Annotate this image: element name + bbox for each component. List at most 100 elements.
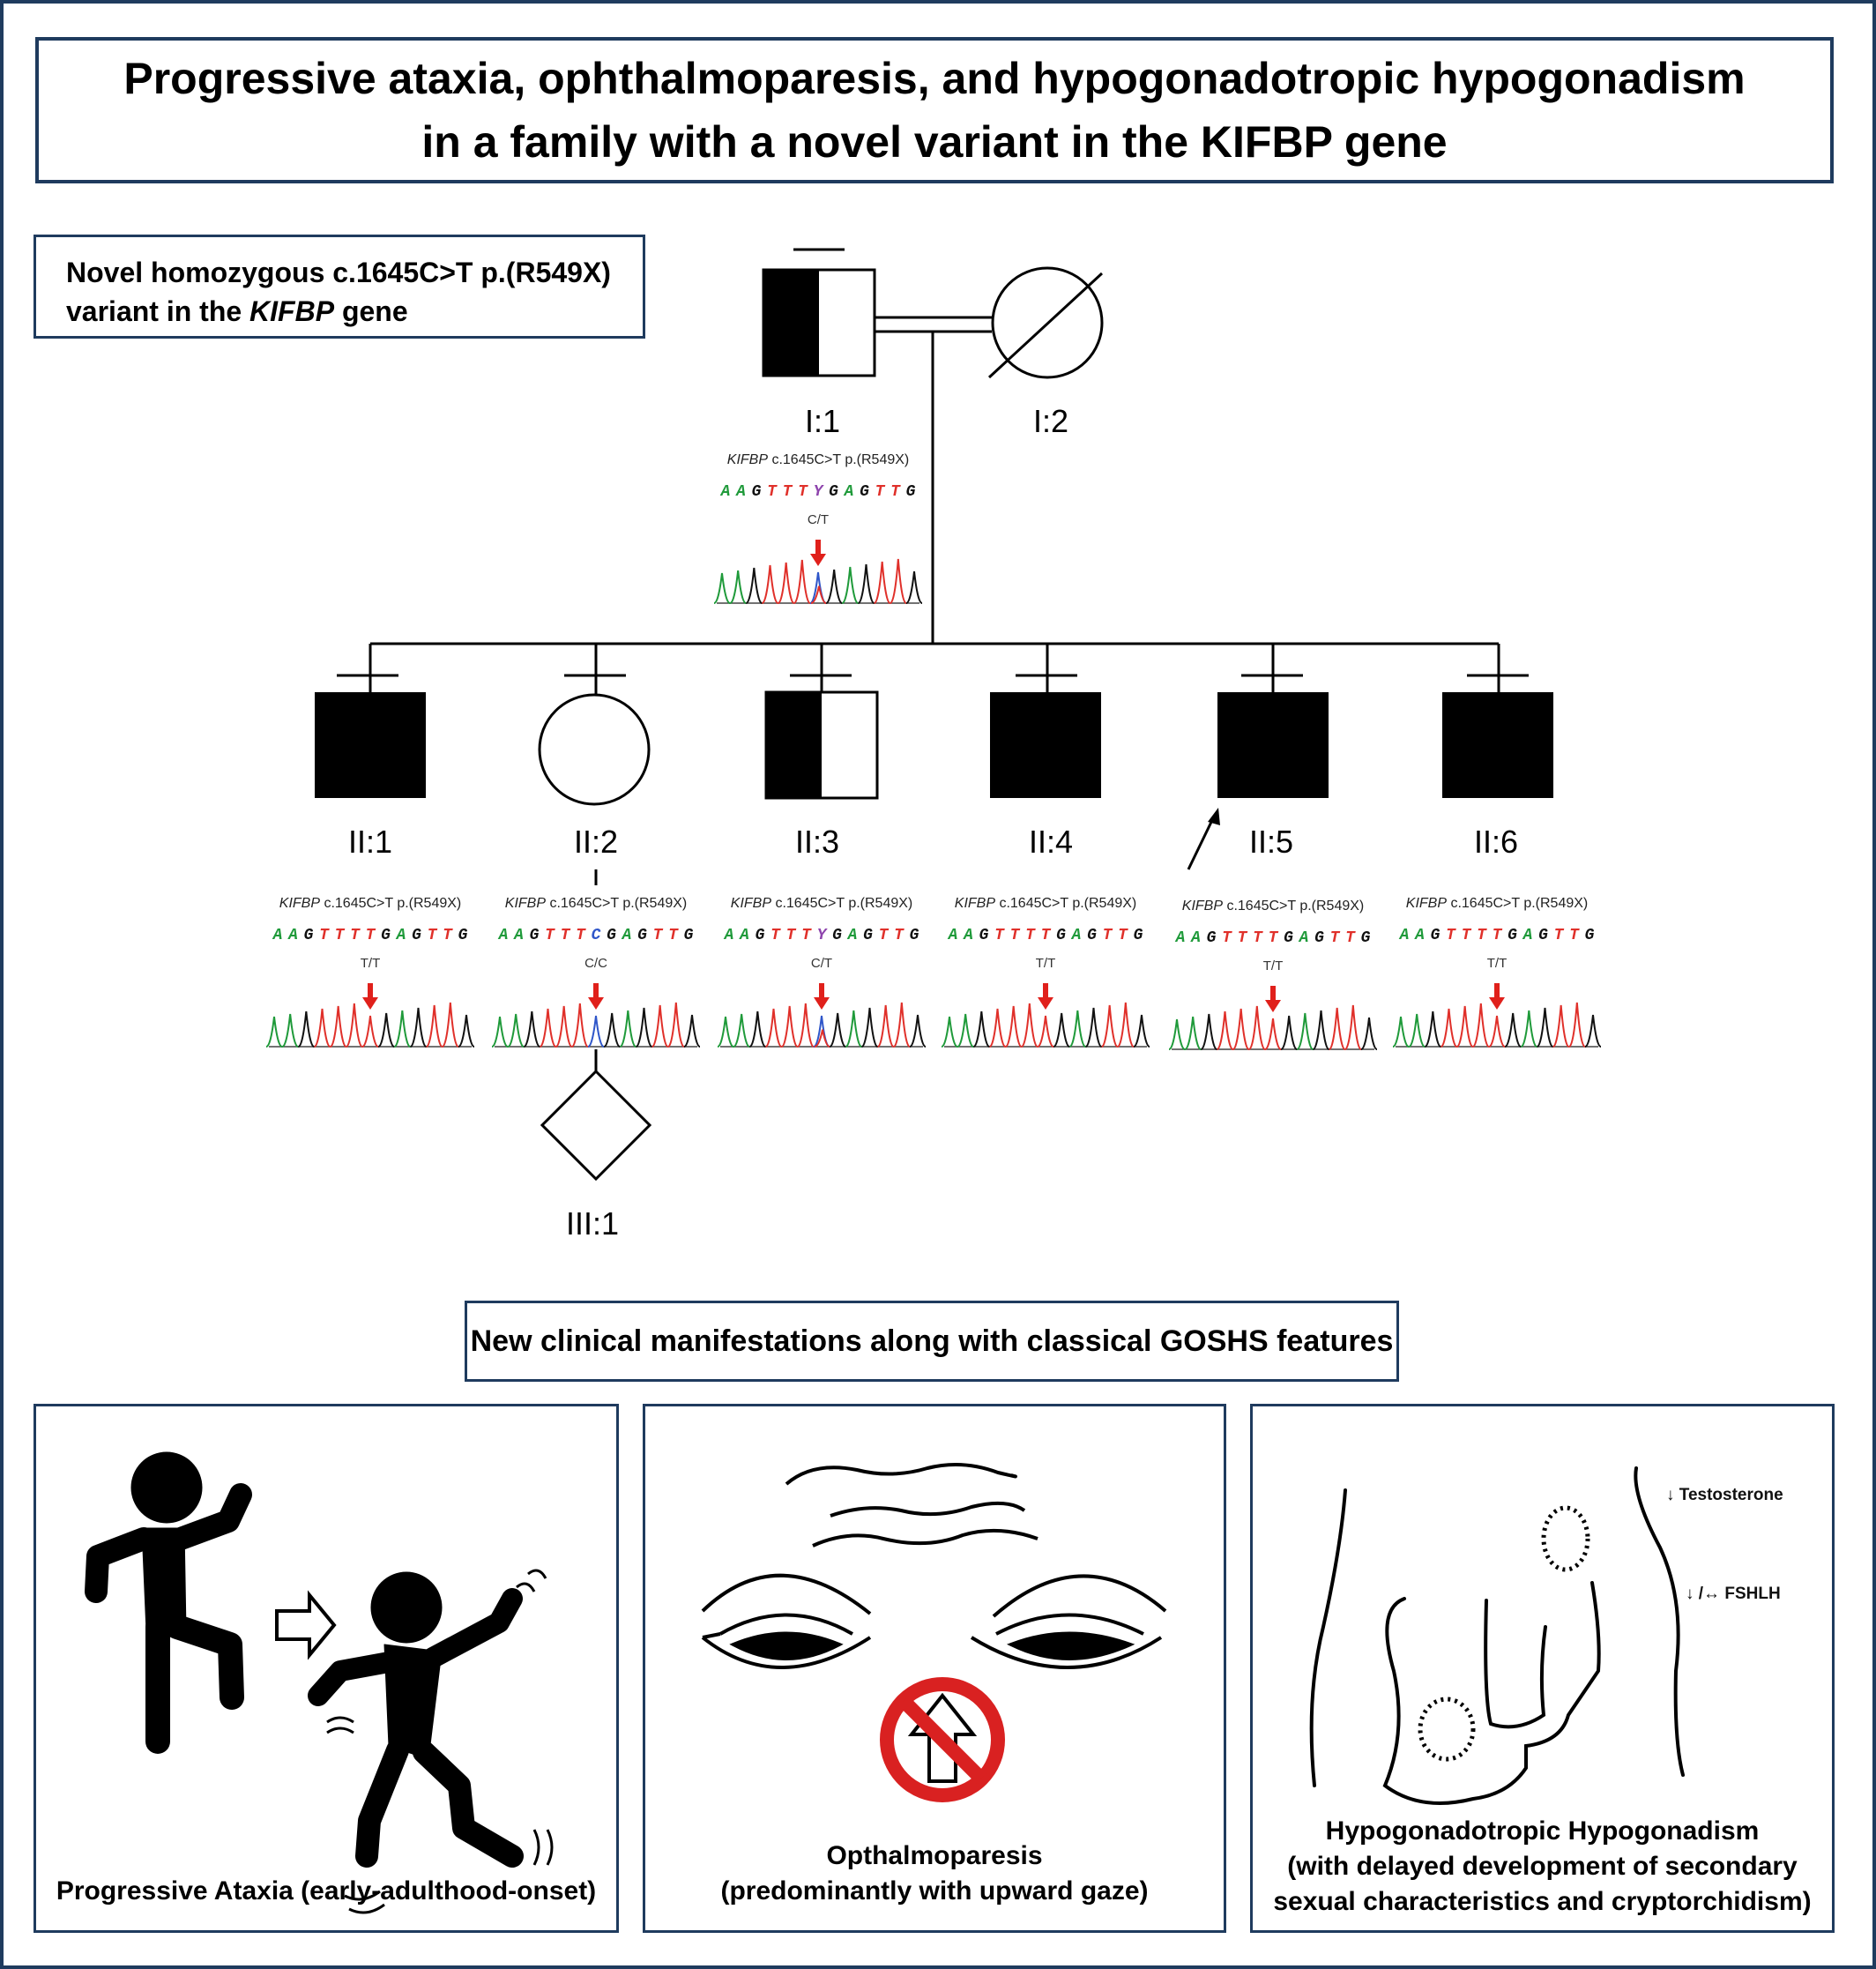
chromatogram-peak	[845, 1010, 862, 1048]
chromatogram-peak	[1504, 1012, 1522, 1048]
sequencing-gene: KIFBP	[505, 896, 547, 911]
label-II4: II:4	[1029, 824, 1073, 860]
label-II6: II:6	[1474, 824, 1518, 860]
genotype-label: T/T	[1263, 958, 1284, 973]
chromatogram-peak	[1360, 1017, 1378, 1050]
chromatogram-peak	[825, 569, 843, 604]
chromatogram-peak	[890, 558, 907, 604]
chromatogram-peak	[877, 1004, 895, 1048]
chromatogram-peak	[603, 1012, 621, 1048]
chromatogram-peak	[733, 1013, 750, 1048]
chromatogram-peak	[555, 1005, 573, 1048]
chromatogram-peak	[507, 1013, 525, 1048]
chromatogram-peak	[972, 1011, 990, 1048]
chromatogram-peak	[1584, 1014, 1602, 1048]
chromatogram-peak	[442, 1002, 459, 1048]
chromatogram-peak	[410, 1007, 427, 1048]
chromatogram-peak	[1456, 1005, 1474, 1048]
chromatogram-peak	[1200, 1013, 1217, 1050]
chromatogram-peak	[346, 1003, 363, 1048]
chromatogram-peak	[810, 585, 827, 604]
chromatogram-peak	[1248, 1005, 1266, 1050]
variant-arrow-icon	[819, 983, 824, 999]
chromatogram-peak	[314, 1008, 331, 1048]
chromatogram-peak	[762, 564, 778, 604]
hypogonadism-illustration: ↓ Testosterone ↓ /↔ FSHLH	[1309, 1466, 1783, 1805]
chromatogram-peak	[1472, 1003, 1490, 1048]
sequencing-title: KIFBP c.1645C>T p.(R549X)	[279, 896, 461, 911]
sequencing-title: KIFBP c.1645C>T p.(R549X)	[505, 896, 687, 911]
ataxia-caption: Progressive Ataxia (early-adulthood-onse…	[56, 1876, 597, 1906]
chromatogram-peak	[1424, 1011, 1441, 1048]
chromatogram-peak	[841, 566, 859, 604]
chromatogram-peak	[1313, 1010, 1329, 1050]
sequencing-variant: c.1645C>T p.(R549X)	[995, 896, 1136, 911]
chromatogram-peak	[1068, 1010, 1086, 1048]
chromatogram-peak	[874, 561, 891, 604]
figure-title: Progressive ataxia, ophthalmoparesis, an…	[123, 47, 1745, 174]
sequencing-gene: KIFBP	[279, 896, 321, 911]
pedigree-II5-affected-male	[1217, 692, 1329, 798]
chromatogram-peak	[667, 1002, 685, 1048]
chromatogram-peak	[765, 1008, 782, 1048]
sequencing-title: KIFBP c.1645C>T p.(R549X)	[1182, 899, 1364, 914]
hypogonadism-caption-3: sexual characteristics and cryptorchidis…	[1273, 1887, 1812, 1916]
sequencing-gene: KIFBP	[1182, 899, 1224, 914]
chromatogram-peak	[1232, 1008, 1250, 1050]
genotype-label: T/T	[361, 956, 381, 971]
label-II1: II:1	[348, 824, 392, 860]
title-line-2: in a family with a novel variant in the …	[421, 117, 1448, 167]
genotype-label: C/C	[584, 956, 607, 971]
genotype-label: T/T	[1487, 956, 1508, 971]
chromatogram-peak	[330, 1005, 347, 1048]
chromatogram-peak	[713, 572, 731, 604]
chromatogram-peak	[814, 1029, 830, 1048]
chromatogram-peak	[957, 1013, 974, 1048]
variant-arrowhead-icon	[362, 997, 378, 1010]
pedigree-II1-affected-male	[315, 692, 426, 798]
chromatogram-peak	[1537, 1007, 1553, 1048]
clinical-header: New clinical manifestations along with c…	[470, 1324, 1394, 1358]
variant-line-1: Novel homozygous c.1645C>T p.(R549X)	[66, 257, 611, 288]
falling-figure-icon	[308, 1571, 524, 1868]
pedigree-II3-carrier-male	[764, 690, 879, 800]
variant-arrowhead-icon	[1489, 997, 1505, 1010]
chromatogram-peak	[1053, 1012, 1070, 1048]
variant-arrow-icon	[593, 983, 599, 999]
sequencing-title: KIFBP c.1645C>T p.(R549X)	[955, 896, 1136, 911]
pedigree-chart: I:1 I:2 II:1 II:2 II:3 II:4 II:5 II:6 II…	[265, 248, 1602, 1242]
variant-arrow-icon	[815, 540, 821, 556]
genotype-label: T/T	[1036, 956, 1056, 971]
chromatogram-peak	[377, 1012, 395, 1048]
variant-line-2-prefix: variant in the	[66, 295, 250, 327]
panel-ophthalmoparesis: Opthalmoparesis (predominantly with upwa…	[643, 1404, 1226, 1933]
chromatogram-peak	[1488, 1015, 1506, 1048]
chromatogram-peak	[426, 1004, 443, 1048]
chromatogram-peak	[748, 1011, 766, 1048]
chromatogram-peak	[829, 1012, 846, 1048]
pedigree-I1-carrier-male	[762, 268, 876, 377]
variant-arrowhead-icon	[1265, 1000, 1281, 1012]
chromatogram-peak	[1117, 1002, 1135, 1048]
chromatogram-peak	[729, 570, 747, 604]
sequencing-gene: KIFBP	[731, 896, 772, 911]
label-II3: II:3	[795, 824, 839, 860]
undescended-testis-icon	[1541, 1505, 1590, 1572]
chromatogram-peak	[1344, 1004, 1362, 1050]
panel-hypogonadism: ↓ Testosterone ↓ /↔ FSHLH Hypogonadotrop…	[1250, 1404, 1835, 1933]
chromatogram-peak	[1568, 1002, 1586, 1048]
chromatogram-peak	[1520, 1010, 1537, 1048]
chromatogram-peak	[858, 563, 875, 604]
chromatogram-peak	[778, 562, 795, 604]
hypogonadism-caption-2: (with delayed development of secondary	[1287, 1852, 1798, 1881]
chromatogram-peak	[636, 1007, 652, 1048]
sequencing-variant: c.1645C>T p.(R549X)	[546, 896, 687, 911]
variant-arrowhead-icon	[1038, 997, 1053, 1010]
pedigree-I2-deceased-female	[987, 266, 1104, 379]
